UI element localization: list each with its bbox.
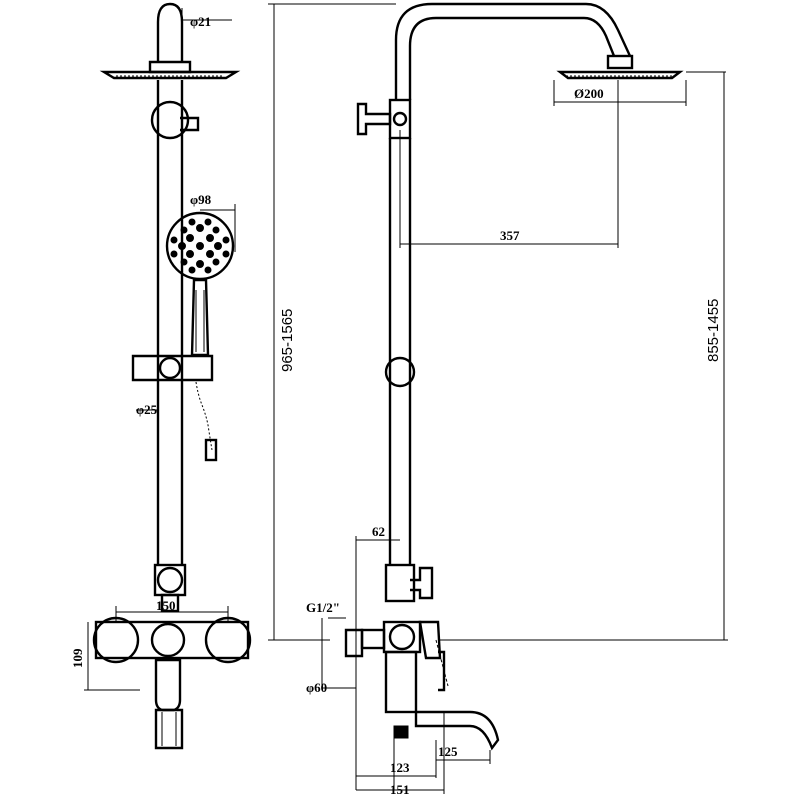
side-shower-head [556,70,684,80]
side-spout [414,710,500,751]
front-mixer-handle [150,622,186,658]
dim-overall-height: 965-1565 [279,309,296,372]
side-mixer-lever [418,620,442,660]
front-slider-holder [131,354,214,382]
front-hose [195,381,213,451]
front-view [84,2,252,750]
front-top-pipe [156,2,184,62]
dim-adjust-height: 855-1455 [705,299,722,362]
dim-spout-length: 125 [438,744,458,759]
dim-total-depth: 151 [390,782,410,797]
dim-outlet-offset: 62 [372,524,385,539]
front-mixer-right-escutcheon [204,616,252,664]
dim-spout-projection: 123 [390,760,410,775]
front-diverter-knob [150,100,190,140]
side-inlet [344,628,364,658]
dim-handshower-diameter: φ98 [190,192,212,207]
dim-top-pipe-diameter: φ21 [190,14,211,29]
side-view [268,2,728,794]
front-mixer-body [94,620,250,660]
dim-mixer-height: 109 [70,648,85,668]
front-handshower-handle [190,278,210,357]
dim-arm-reach: 357 [500,228,520,243]
dim-head-diameter: Ø200 [574,86,604,101]
front-mixer-left-escutcheon [92,616,140,664]
front-spout [154,658,182,712]
dim-mixer-width: 150 [156,598,176,613]
side-slider [384,356,416,388]
dim-rail-diameter: φ25 [136,402,158,417]
side-gooseneck [394,2,632,100]
side-diverter-handle [356,102,392,136]
front-handshower-nozzles [170,218,230,274]
front-shower-head [99,70,241,80]
dim-escutcheon-diameter: φ60 [306,680,327,695]
dim-inlet-thread: G1/2" [306,600,340,615]
